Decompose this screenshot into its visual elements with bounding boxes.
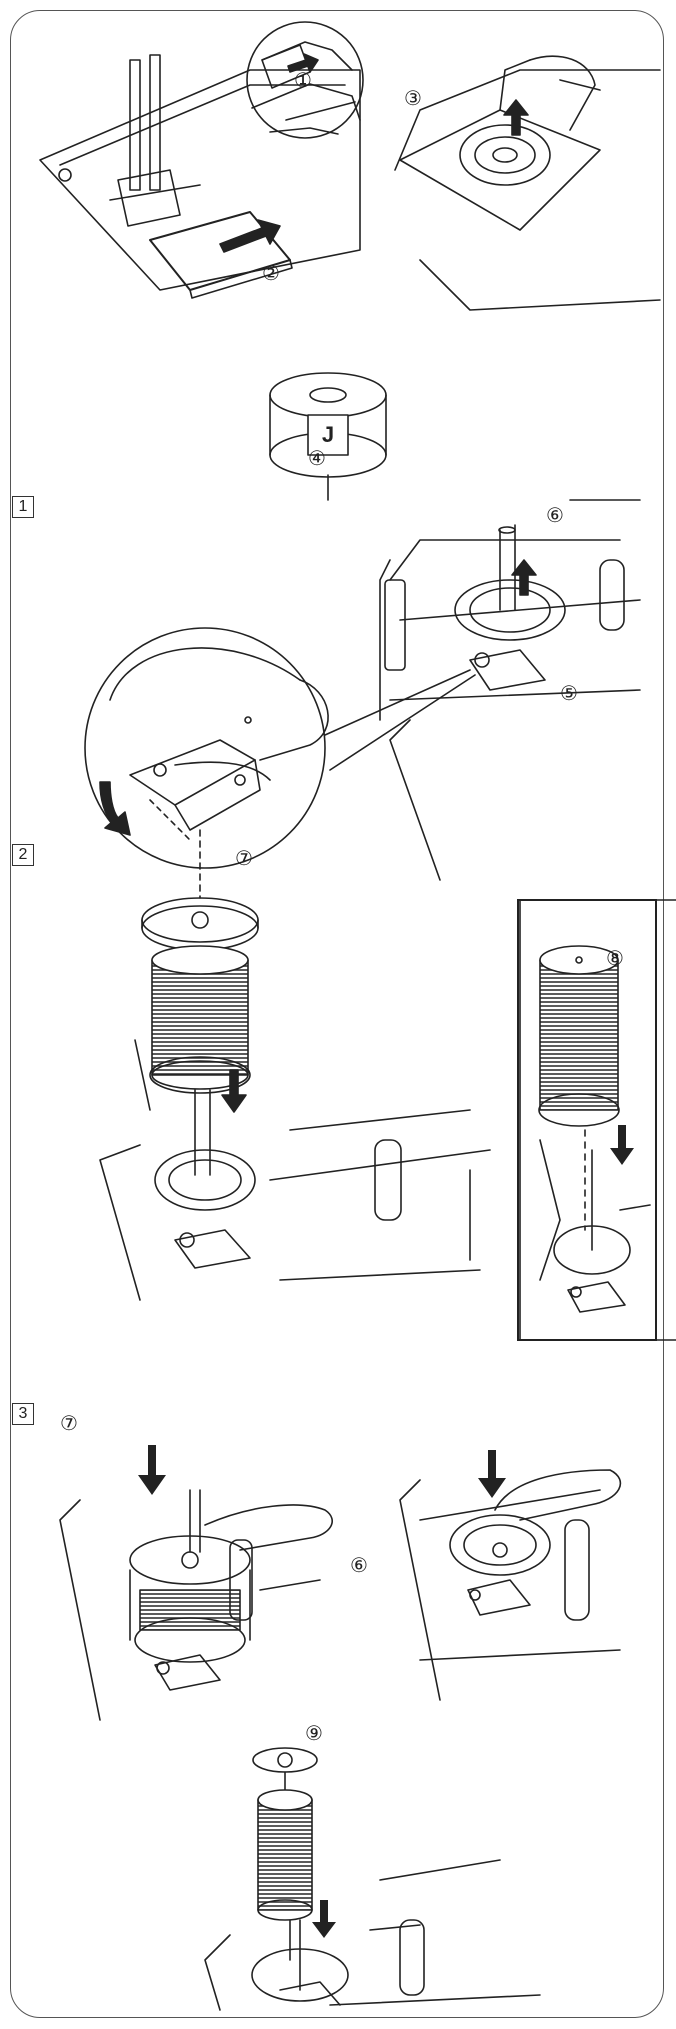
- step-1-box: 1: [12, 496, 34, 518]
- callout-8: ⑧: [606, 948, 624, 970]
- callout-5: ⑤: [560, 683, 578, 705]
- inset-frame: [517, 899, 657, 1341]
- callout-6-step3: ⑥: [350, 1555, 368, 1577]
- illustration-step-3-bottom: [204, 1747, 541, 2011]
- callout-1: ①: [294, 70, 312, 92]
- callout-2: ②: [262, 263, 280, 285]
- illustration-cover-plate: [39, 21, 661, 501]
- callout-7-step3: ⑦: [60, 1413, 78, 1435]
- step-3-box: 3: [12, 1403, 34, 1425]
- callout-4: ④: [308, 448, 326, 470]
- inset-art: [538, 945, 651, 1313]
- callout-9: ⑨: [305, 1723, 323, 1745]
- callout-6-step1: ⑥: [546, 505, 564, 527]
- illustration-step-3-left: [59, 1489, 333, 1721]
- illustration-step-2-left: [99, 829, 491, 1301]
- illustration-step-1: [84, 499, 641, 881]
- callout-3: ③: [404, 88, 422, 110]
- bobbin-j-label: J: [322, 422, 334, 447]
- callout-7-step2: ⑦: [235, 848, 253, 870]
- illustration-step-3-right: [399, 1469, 622, 1701]
- page-frame: [10, 10, 664, 2018]
- step-2-box: 2: [12, 844, 34, 866]
